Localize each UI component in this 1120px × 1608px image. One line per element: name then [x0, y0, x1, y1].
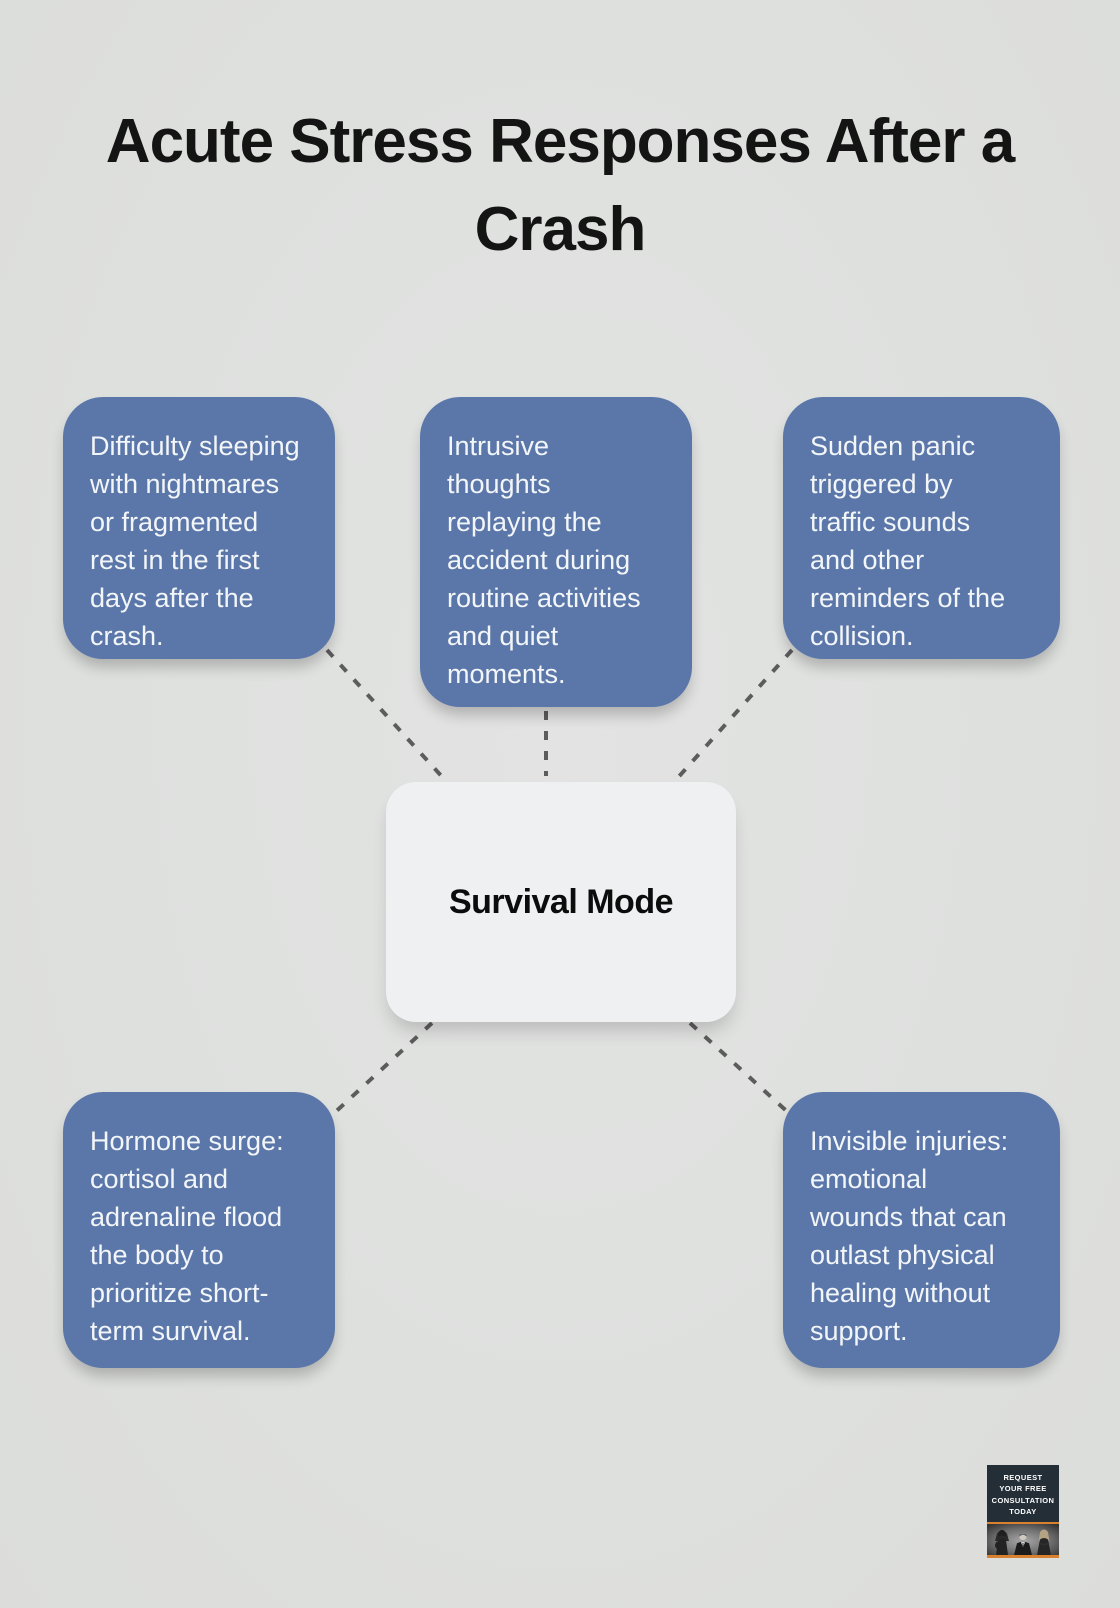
connector-bottom-right [688, 1021, 794, 1118]
node-sleep-difficulty: Difficulty sleeping with nightmares or f… [63, 397, 335, 659]
connector-bottom-left [329, 1021, 434, 1118]
page-title: Acute Stress Responses After a Crash [105, 107, 1015, 265]
cta-line-3: CONSULTATION [991, 1495, 1055, 1505]
person-left [995, 1529, 1009, 1555]
node-hormone-surge: Hormone surge: cortisol and adrenaline f… [63, 1092, 335, 1368]
center-node-label: Survival Mode [448, 882, 674, 921]
node-invisible-injuries: Invisible injuries: emotional wounds tha… [783, 1092, 1060, 1368]
node-intrusive-thoughts: Intrusive thoughts replaying the acciden… [420, 397, 692, 707]
consultation-cta-text: REQUEST YOUR FREE CONSULTATION TODAY [987, 1465, 1059, 1522]
cta-line-1: REQUEST [1003, 1473, 1043, 1482]
cta-line-2: YOUR FREE [999, 1484, 1047, 1494]
cta-line-4: TODAY [1009, 1506, 1037, 1516]
consultation-cta-badge[interactable]: REQUEST YOUR FREE CONSULTATION TODAY [987, 1465, 1059, 1558]
person-right [1037, 1529, 1051, 1555]
node-sudden-panic: Sudden panic triggered by traffic sounds… [783, 397, 1060, 659]
team-photo [987, 1524, 1059, 1555]
center-node-survival-mode: Survival Mode [386, 782, 736, 1022]
person-center [1014, 1534, 1032, 1555]
badge-orange-divider [987, 1522, 1059, 1524]
